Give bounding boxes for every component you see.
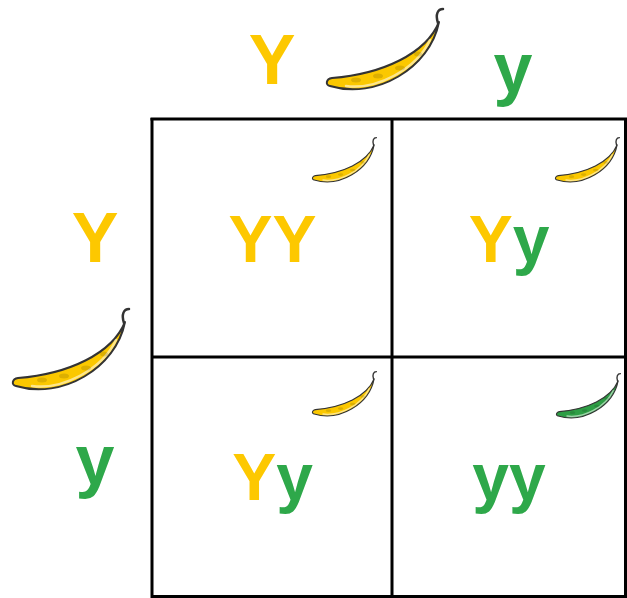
pea-pod [312,138,376,182]
genotype: Yy [469,206,550,272]
genotype: YY [228,206,316,272]
allele-label: y [494,33,533,103]
punnett-cell: YY [154,121,391,356]
punnett-cell: Yy [154,359,391,595]
genotype: Yy [232,444,313,510]
allele-label: Y [249,25,296,95]
punnett-cell: Yy [394,121,624,356]
pea-pod [327,9,443,89]
pea-pod [555,138,619,182]
allele-label: Y [72,203,119,273]
pea-pod [556,374,620,418]
punnett-cell: yy [394,359,624,595]
pea-pod [13,309,129,389]
allele-label: y [76,425,115,495]
grid-lines [151,118,627,598]
genotype: yy [472,444,545,510]
pea-pod [312,372,376,416]
